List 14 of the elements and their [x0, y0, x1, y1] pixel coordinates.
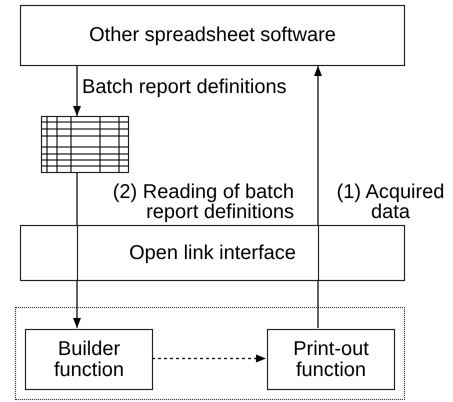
dashed-arrow — [152, 354, 266, 362]
process-box — [20, 225, 405, 281]
arrow — [73, 66, 81, 116]
process-box — [267, 329, 395, 390]
spreadsheet-drawing — [41, 116, 129, 173]
box-label: Open link interface — [128, 242, 297, 264]
box-label: Builder function — [52, 338, 126, 380]
process-box — [20, 5, 405, 66]
dotted-group-box — [15, 307, 405, 400]
box-label: Print-out function — [292, 338, 370, 380]
process-box — [25, 329, 153, 390]
box-label: Other spreadsheet software — [88, 25, 337, 46]
arrow — [73, 281, 81, 328]
arrow — [314, 66, 322, 225]
